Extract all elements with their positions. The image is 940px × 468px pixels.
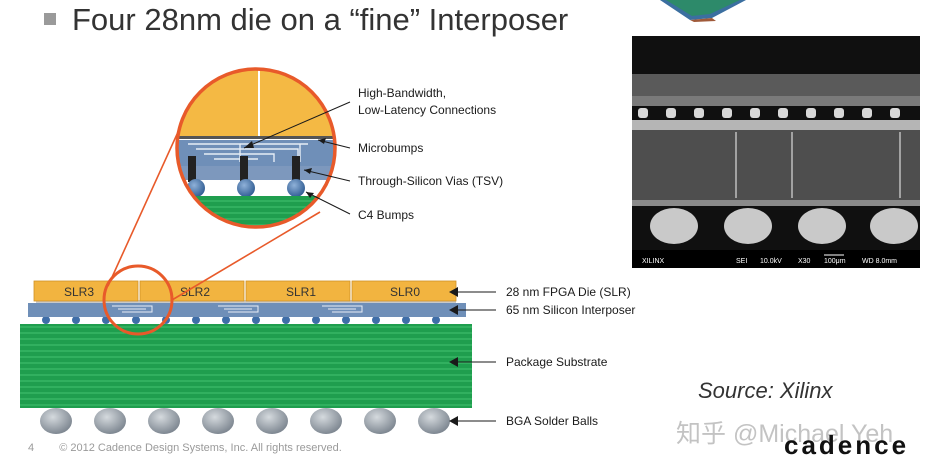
sem-label-detector: SEI xyxy=(736,258,747,265)
sem-label-scale: 100μm xyxy=(824,258,846,265)
callout-tsv: Through-Silicon Vias (TSV) xyxy=(358,174,504,188)
callout-substrate: Package Substrate xyxy=(506,355,608,369)
die-slr2 xyxy=(139,280,245,302)
slide-title: Four 28nm die on a “fine” Interposer xyxy=(72,2,569,37)
callout-interposer: 65 nm Silicon Interposer xyxy=(506,303,636,317)
source-note: Source: Xilinx xyxy=(698,378,833,403)
sem-label-working-distance: WD 8.0mm xyxy=(862,258,897,265)
chip-photo-corner xyxy=(660,0,746,22)
callout-microbumps: Microbumps xyxy=(358,141,424,155)
c4-bumps-row xyxy=(42,316,440,324)
die-slr1 xyxy=(245,280,351,302)
sem-label-maker: XILINX xyxy=(642,258,665,265)
watermark: 知乎 @Michael Yeh xyxy=(676,420,894,448)
callout-connections-line1: High-Bandwidth, xyxy=(358,86,447,100)
die-label-slr0: SLR0 xyxy=(390,285,420,299)
fpga-dies xyxy=(33,280,457,302)
die-label-slr2: SLR2 xyxy=(180,285,210,299)
interposer-wiring xyxy=(112,305,363,313)
microbumps-row xyxy=(36,300,456,303)
package-substrate xyxy=(20,324,472,408)
zoom-detail xyxy=(177,69,335,227)
callout-c4: C4 Bumps xyxy=(358,208,415,222)
callout-fpga-die: 28 nm FPGA Die (SLR) xyxy=(506,285,631,299)
zoom-source-ring xyxy=(102,264,174,336)
sem-label-magnification: X30 xyxy=(798,258,811,265)
die-label-slr3: SLR3 xyxy=(64,285,94,299)
callout-leaders-bottom xyxy=(456,291,496,422)
sem-micrograph: XILINX SEI 10.0kV X30 100μm WD 8.0mm xyxy=(632,36,920,268)
page-number: 4 xyxy=(28,442,35,454)
zoom-ring xyxy=(175,67,337,229)
die-label-slr1: SLR1 xyxy=(286,285,316,299)
silicon-interposer xyxy=(28,303,466,317)
cadence-logo: cadence xyxy=(784,430,910,460)
title-bullet xyxy=(44,13,56,25)
zoom-line-left xyxy=(107,109,189,287)
sem-label-voltage: 10.0kV xyxy=(760,258,782,265)
bga-solder-balls xyxy=(40,408,450,434)
footer: 4 © 2012 Cadence Design Systems, Inc. Al… xyxy=(28,442,342,454)
callout-connections-line2: Low-Latency Connections xyxy=(358,103,497,117)
callout-bga: BGA Solder Balls xyxy=(506,414,599,428)
zoom-line-right xyxy=(171,211,321,301)
copyright: © 2012 Cadence Design Systems, Inc. All … xyxy=(59,442,342,454)
die-slr3 xyxy=(33,280,139,302)
